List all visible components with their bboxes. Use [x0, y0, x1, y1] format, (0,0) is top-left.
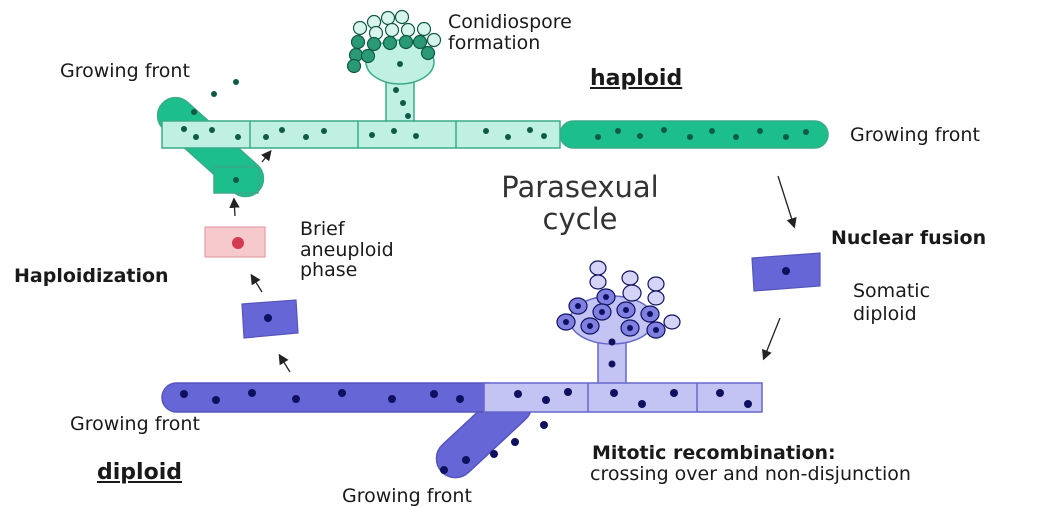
diploid-label: diploid — [97, 461, 182, 485]
brief-aneuploid-line-3: phase — [300, 260, 394, 281]
growing-front-bottom-label: Growing front — [342, 486, 472, 507]
mitotic-recombination-detail: crossing over and non-disjunction — [590, 464, 911, 485]
haploid-label: haploid — [590, 67, 682, 91]
parasexual-cycle-line-2: cycle — [465, 204, 695, 236]
somatic-diploid-line-2: diploid — [853, 303, 930, 326]
arrow-to-haploid-cell — [234, 200, 235, 216]
haploid-hypha — [162, 121, 828, 148]
brief-aneuploid-line-2: aneuploid — [300, 240, 394, 261]
arrow-to-aneuploid — [252, 276, 262, 292]
growing-front-top-left-label: Growing front — [60, 61, 190, 82]
parasexual-cycle-label: Parasexual cycle — [465, 172, 695, 236]
brief-aneuploid-line-1: Brief — [300, 219, 394, 240]
parasexual-cycle-line-1: Parasexual — [465, 172, 695, 204]
mitotic-recombination-title: Mitotic recombination: — [592, 443, 836, 464]
conidiospore-formation-label: Conidiospore formation — [448, 12, 572, 54]
arrow-to-nuclear-fusion — [778, 176, 794, 226]
brief-aneuploid-phase-label: Brief aneuploid phase — [300, 219, 394, 281]
conidiospore-formation-line-1: Conidiospore — [448, 12, 572, 33]
somatic-diploid-line-1: Somatic — [853, 280, 930, 303]
somatic-diploid-cell — [752, 253, 820, 291]
arrow-to-mitotic-recombination — [764, 318, 780, 358]
diploid-cell-left — [242, 300, 298, 338]
arrow-to-haploidization — [280, 356, 290, 372]
growing-front-top-right-label: Growing front — [850, 125, 980, 146]
haploidization-label: Haploidization — [14, 266, 169, 287]
arrow-to-haploid-hypha — [262, 152, 270, 162]
conidiospore-formation-line-2: formation — [448, 33, 572, 54]
somatic-diploid-label: Somatic diploid — [853, 280, 930, 326]
aneuploid-cell — [205, 227, 265, 257]
haploid-nucleus-cell — [214, 167, 258, 193]
growing-front-bottom-left-label: Growing front — [70, 414, 200, 435]
nuclear-fusion-label: Nuclear fusion — [831, 228, 986, 249]
